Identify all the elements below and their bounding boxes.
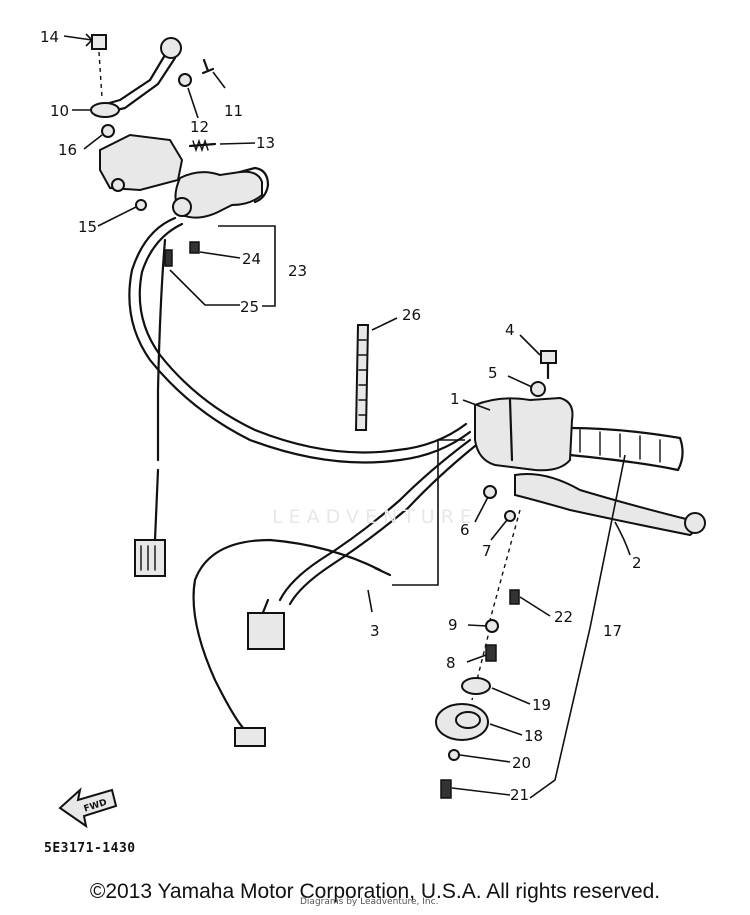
callout-19: 19 (532, 696, 551, 714)
choke-lever-assembly (90, 34, 270, 267)
callout-labels: 14 10 16 11 12 13 15 24 23 25 26 4 5 1 6… (40, 28, 642, 804)
callout-16: 16 (58, 141, 77, 159)
callout-13: 13 (256, 134, 275, 152)
wire-harness-left (128, 216, 472, 577)
callout-12: 12 (190, 118, 209, 136)
callout-2: 2 (632, 554, 642, 572)
callout-15: 15 (78, 218, 97, 236)
callout-7: 7 (482, 542, 492, 560)
watermark-small: Diagrams by Leadventure, Inc. (300, 897, 439, 907)
callout-24: 24 (242, 250, 261, 268)
callout-17: 17 (603, 622, 622, 640)
callout-22: 22 (554, 608, 573, 626)
callout-25: 25 (240, 298, 259, 316)
callout-20: 20 (512, 754, 531, 772)
callout-1: 1 (450, 390, 460, 408)
callout-6: 6 (460, 521, 470, 539)
callout-3: 3 (370, 622, 380, 640)
callout-4: 4 (505, 321, 515, 339)
callout-9: 9 (448, 616, 458, 634)
callout-18: 18 (524, 727, 543, 745)
callout-8: 8 (446, 654, 456, 672)
callout-26: 26 (402, 306, 421, 324)
fwd-arrow-icon: FWD (58, 787, 118, 829)
callout-21: 21 (510, 786, 529, 804)
copyright-notice: ©2013 Yamaha Motor Corporation, U.S.A. A… (89, 880, 661, 903)
switch-and-lever-assembly (192, 324, 706, 799)
leader-lines (63, 33, 631, 799)
reference-code: 5E3171-1430 (44, 841, 136, 856)
callout-5: 5 (488, 364, 498, 382)
callout-14: 14 (40, 28, 59, 46)
watermark: LEADVENTURE (272, 506, 478, 528)
callout-10: 10 (50, 102, 69, 120)
callout-11: 11 (224, 102, 243, 120)
callout-23: 23 (288, 262, 307, 280)
